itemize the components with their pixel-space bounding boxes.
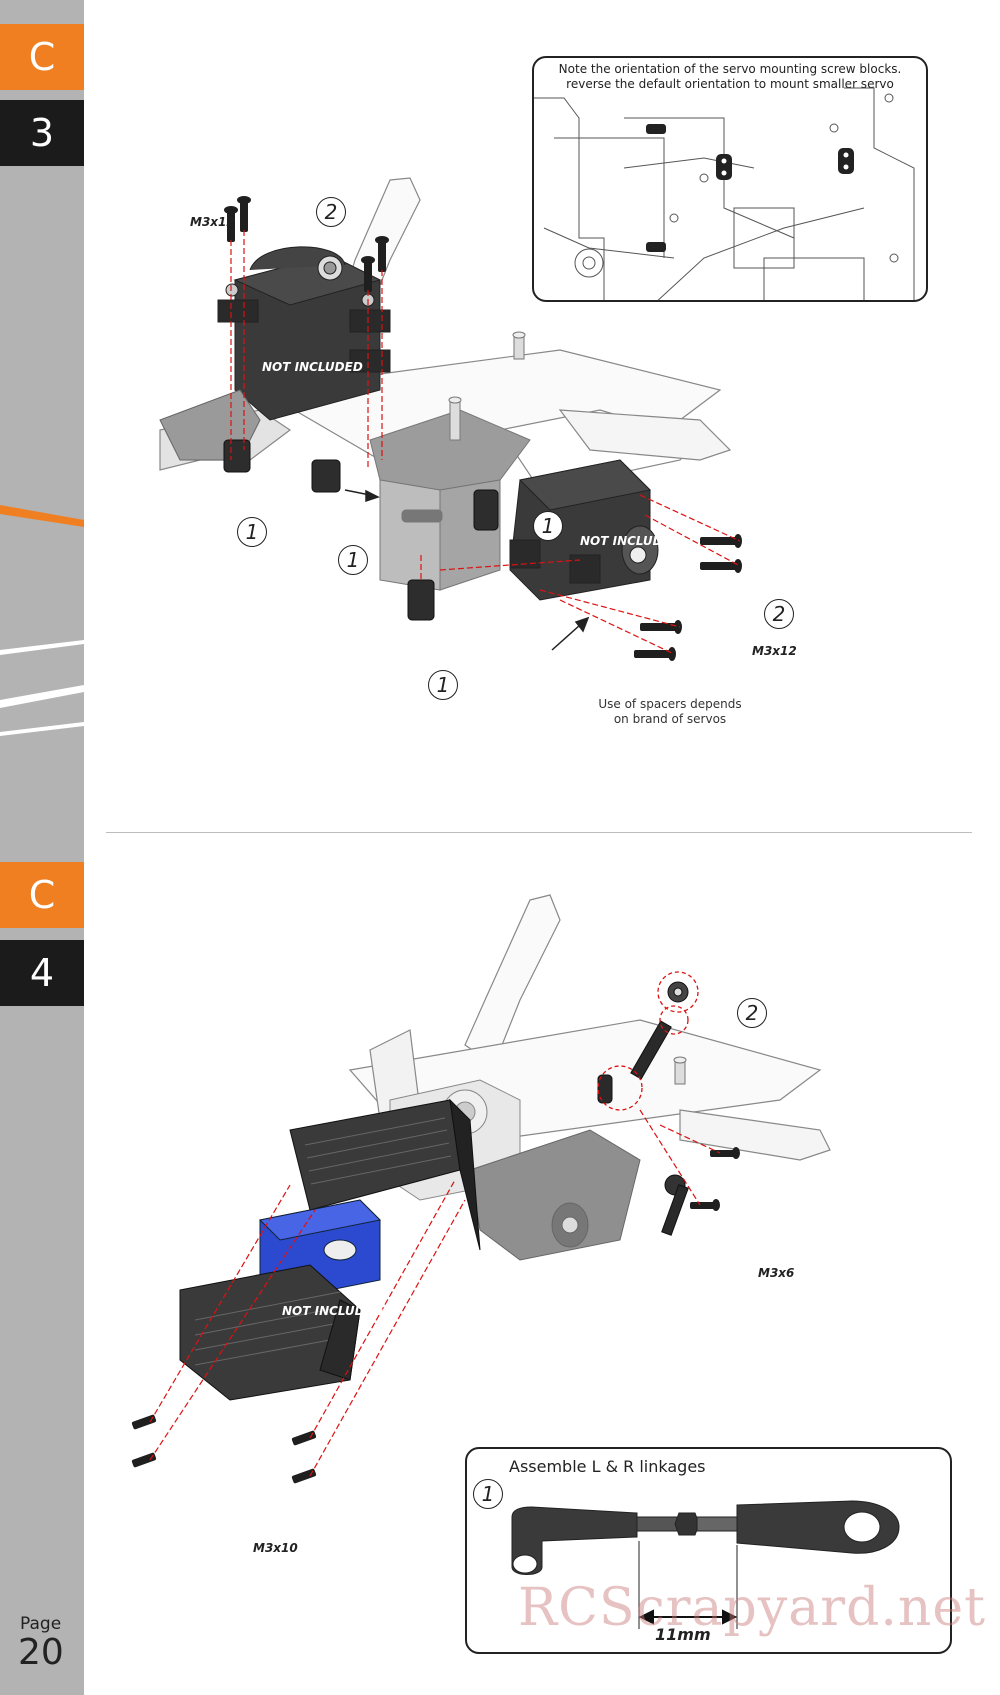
receiver-box-lid	[179, 1264, 361, 1401]
step-number-2: 2	[316, 197, 346, 227]
step-number-1: 1	[473, 1479, 503, 1509]
note-detail-illustration	[534, 87, 915, 300]
servo-orientation-note-box: Note the orientation of the servo mounti…	[532, 56, 928, 302]
page-label: Page	[20, 1614, 62, 1634]
step-number-1: 1	[533, 511, 563, 541]
servo-mounting-illustration	[159, 177, 742, 661]
section-letter-tab: C	[0, 24, 84, 90]
spacer-caption: Use of spacers depends on brand of servo…	[584, 697, 756, 727]
linkage-box-title: Assemble L & R linkages	[509, 1457, 706, 1476]
step-number-1: 1	[237, 517, 267, 547]
spacer-caption-line-1: Use of spacers depends	[598, 697, 742, 711]
spacer-arrow	[551, 624, 581, 651]
linkage-dimension-label: 11mm	[655, 1625, 711, 1644]
servo-left	[217, 246, 391, 421]
section-number-tab: 3	[0, 100, 84, 166]
servo-right	[509, 459, 659, 601]
note-text: Note the orientation of the servo mounti…	[534, 62, 926, 92]
sidebar: C 3 C 4 Page 20	[0, 0, 84, 1695]
receiver-box-back	[289, 1098, 481, 1251]
spacer-caption-line-2: on brand of servos	[613, 712, 727, 726]
section-number-tab: 4	[0, 940, 84, 1006]
not-included-label: NOT INCLUDED	[580, 534, 681, 548]
note-line-1: Note the orientation of the servo mounti…	[558, 62, 902, 76]
note-line-2: reverse the default orientation to mount…	[566, 77, 894, 91]
watermark: RCScrapyard.net	[518, 1578, 987, 1638]
step-number-2: 2	[764, 599, 794, 629]
screw-label-m3x10: M3x10	[253, 1541, 298, 1555]
section-letter-tab: C	[0, 862, 84, 928]
sidebar-swoosh-decoration	[0, 505, 84, 736]
linkage-assembly-box: Assemble L & R linkages 1 11mm	[465, 1447, 952, 1654]
screw-label-m3x6: M3x6	[758, 1266, 795, 1280]
screw-label-m3x12-top: M3x12	[190, 215, 235, 229]
page-number: 20	[18, 1632, 64, 1673]
receiver-box-illustration	[131, 894, 831, 1484]
step-number-1: 1	[428, 670, 458, 700]
linkage-illustration	[511, 1500, 900, 1629]
step-number-2: 2	[737, 998, 767, 1028]
screw-label-m3x12-right: M3x12	[752, 644, 797, 658]
section-divider	[106, 832, 972, 833]
not-included-label: NOT INCLUDED	[282, 1304, 383, 1318]
not-included-label: NOT INCLUDED	[262, 360, 363, 374]
step-number-1: 1	[338, 545, 368, 575]
servo-mount-block	[369, 396, 531, 591]
